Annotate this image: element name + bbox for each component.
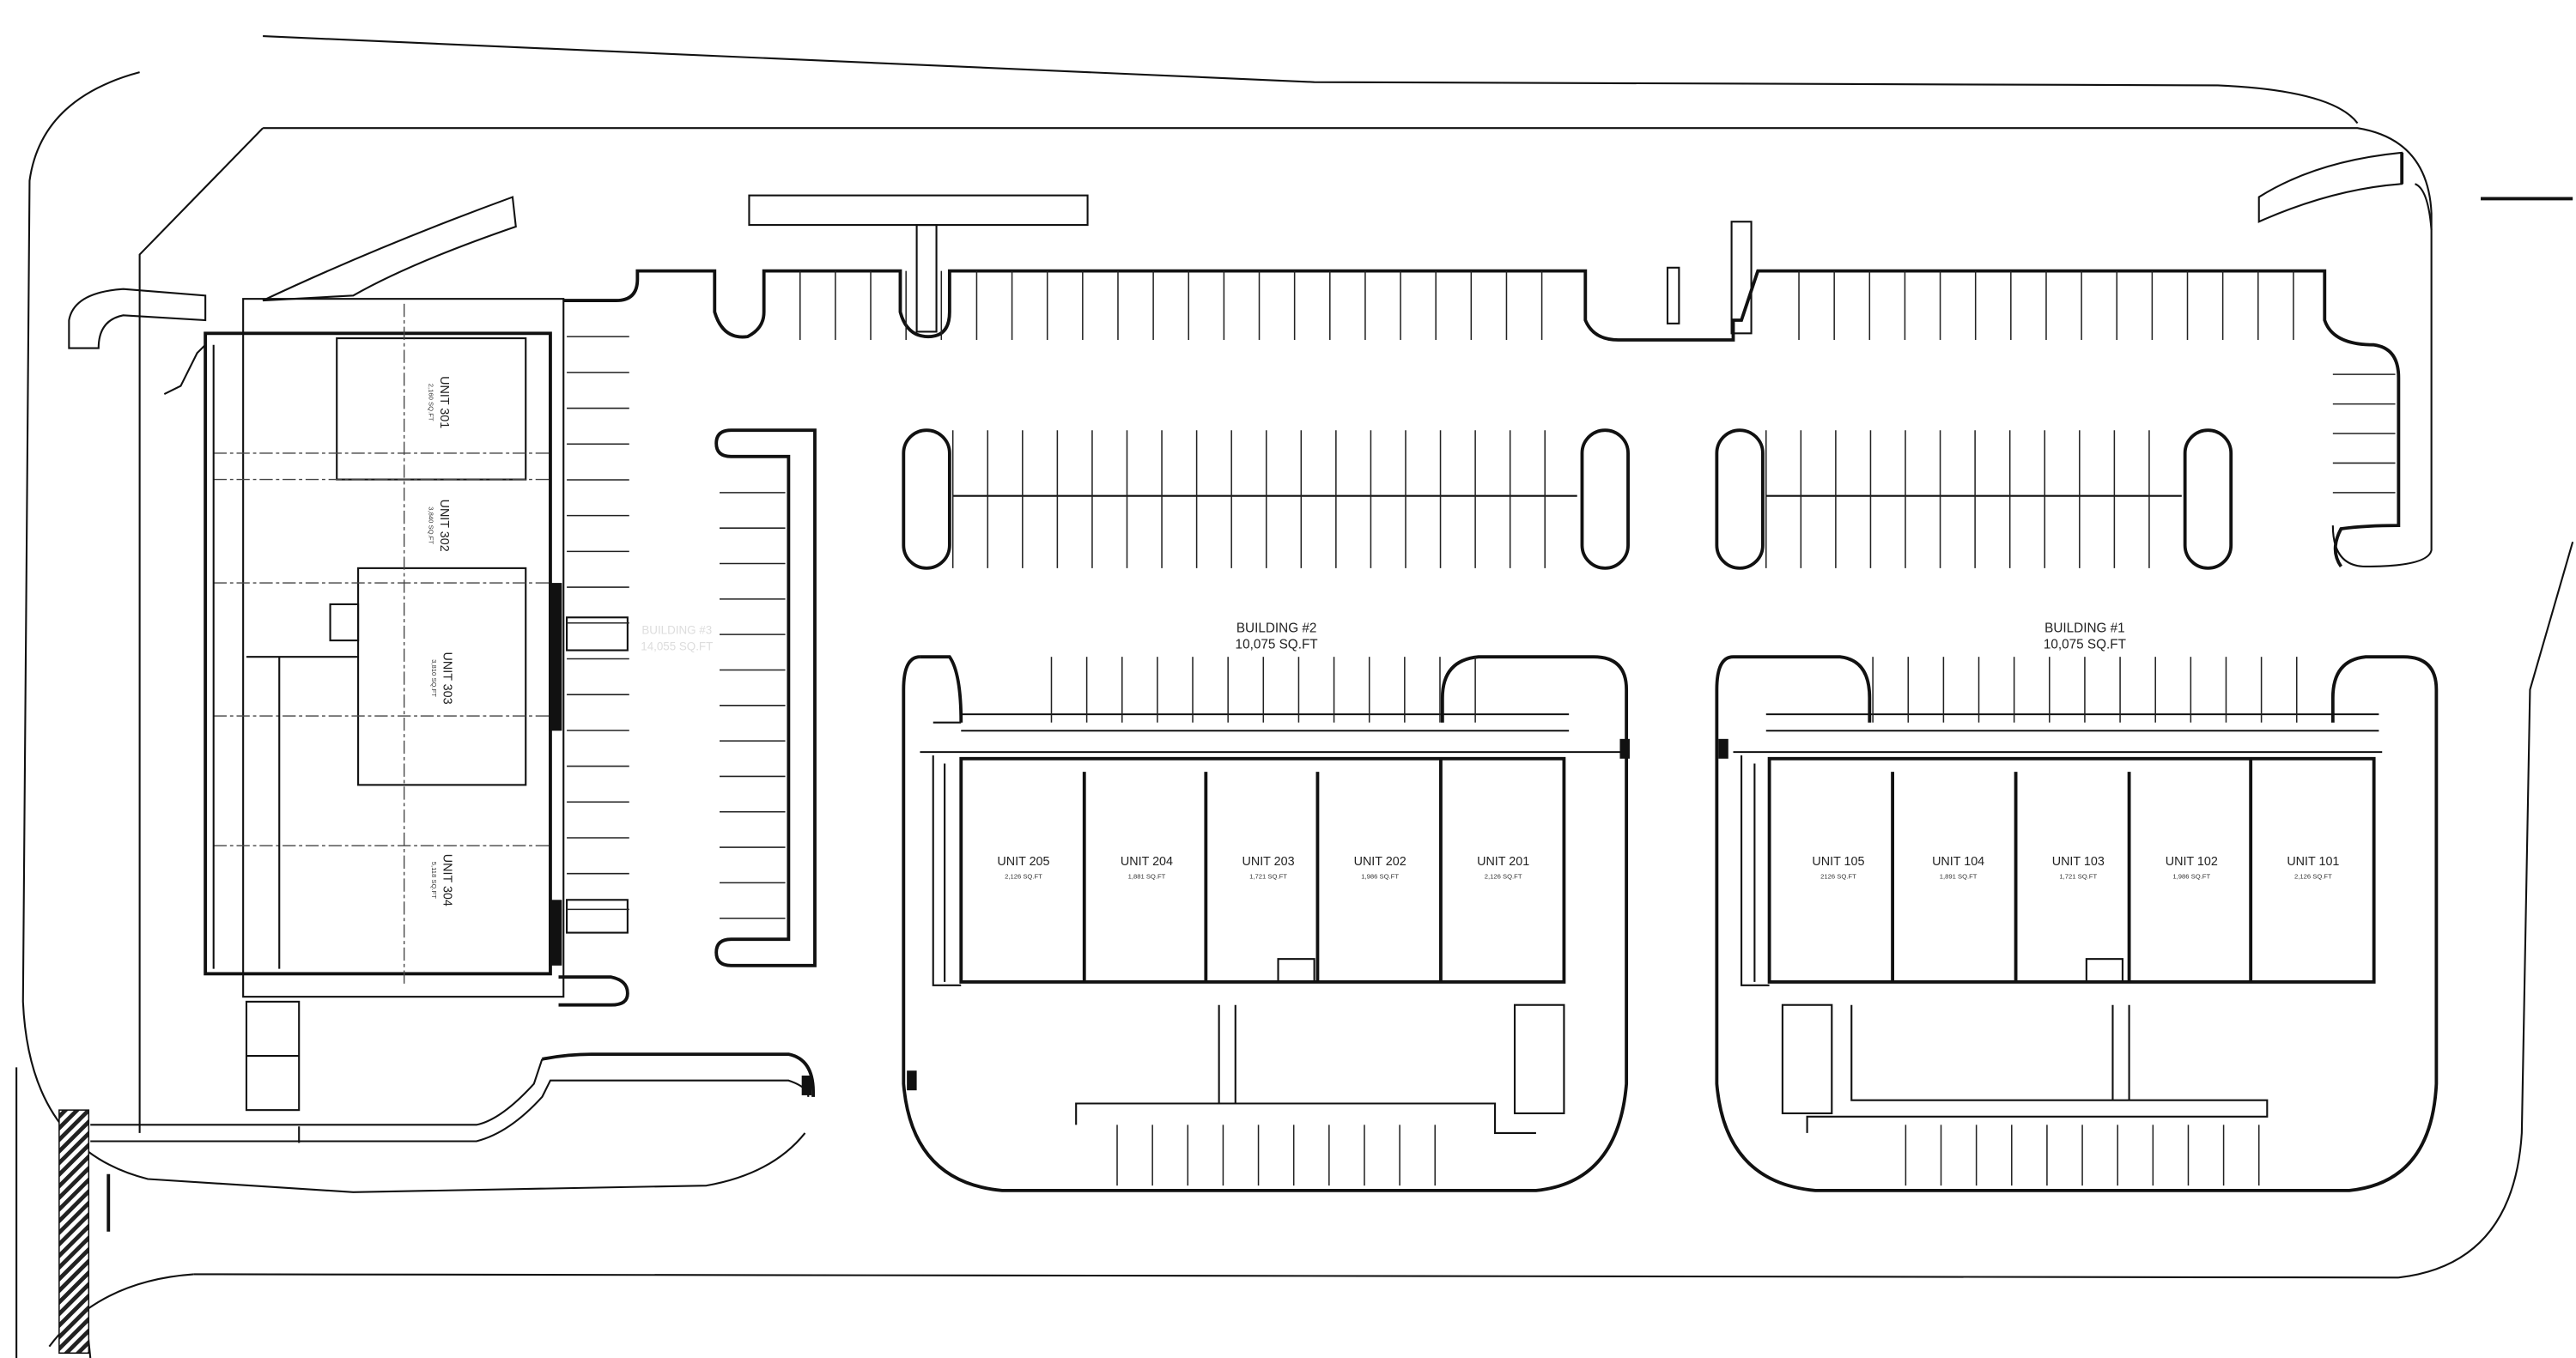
unit-302-area: 3,840 SQ.FT (427, 506, 434, 544)
unit-204-label: UNIT 204 (1121, 855, 1173, 869)
parking-island (1580, 428, 1630, 570)
unit-101-label: UNIT 101 (2287, 855, 2339, 869)
unit-105-area: 2126 SQ.FT (1820, 872, 1856, 880)
building-1-footprint (1767, 756, 2376, 984)
unit-205-label: UNIT 205 (997, 855, 1049, 869)
hatched-crosswalk (58, 1109, 90, 1355)
building-1-labels: BUILDING #1 10,075 SQ.FT UNIT 105 2126 S… (1812, 621, 2339, 880)
unit-301-label: UNIT 301 (437, 376, 451, 428)
unit-202-label: UNIT 202 (1354, 855, 1406, 869)
building-2-area: 10,075 SQ.FT (1236, 638, 1318, 652)
unit-303-area: 3,810 SQ.FT (430, 659, 438, 697)
unit-201-area: 2,126 SQ.FT (1485, 872, 1522, 880)
unit-105-label: UNIT 105 (1812, 855, 1864, 869)
building-1-area: 10,075 SQ.FT (2044, 638, 2126, 652)
unit-204-area: 1,881 SQ.FT (1128, 872, 1166, 880)
unit-103-area: 1,721 SQ.FT (2059, 872, 2097, 880)
parking-island (1715, 428, 1765, 570)
building-3-footprint (204, 298, 629, 998)
unit-104-area: 1,891 SQ.FT (1940, 872, 1978, 880)
parking-island (2183, 428, 2233, 570)
building-2-labels: BUILDING #2 10,075 SQ.FT UNIT 205 2,126 … (997, 621, 1529, 880)
parking-island (902, 428, 951, 570)
unit-101-area: 2,126 SQ.FT (2294, 872, 2332, 880)
unit-201-label: UNIT 201 (1477, 855, 1529, 869)
building-1-name: BUILDING #1 (2044, 621, 2125, 635)
building-1-lot (1715, 655, 2439, 1192)
unit-104-label: UNIT 104 (1932, 855, 1984, 869)
unit-103-label: UNIT 103 (2052, 855, 2105, 869)
unit-302-label: UNIT 302 (437, 500, 451, 552)
building-2-name: BUILDING #2 (1236, 621, 1317, 635)
unit-303-label: UNIT 303 (440, 652, 454, 705)
unit-203-area: 1,721 SQ.FT (1249, 872, 1287, 880)
unit-205-area: 2,126 SQ.FT (1005, 872, 1042, 880)
unit-102-area: 1,986 SQ.FT (2172, 872, 2210, 880)
unit-102-label: UNIT 102 (2166, 855, 2218, 869)
building-3-name: BUILDING #3 (641, 623, 712, 636)
parking-curbs (68, 194, 2401, 967)
building-2-lot (902, 655, 1630, 1192)
unit-203-label: UNIT 203 (1242, 855, 1295, 869)
property-lines (15, 35, 2574, 1358)
unit-301-area: 2,160 SQ.FT (427, 384, 434, 421)
parking-stalls (567, 270, 2396, 1186)
building-3-labels: BUILDING #3 14,055 SQ.FT UNIT 301 2,160 … (427, 376, 713, 906)
building-2-footprint (959, 756, 1566, 984)
building-3-area: 14,055 SQ.FT (641, 640, 713, 653)
bottom-access-road (90, 975, 815, 1143)
unit-202-area: 1,986 SQ.FT (1361, 872, 1399, 880)
unit-304-area: 5,118 SQ.FT (430, 862, 438, 900)
unit-304-label: UNIT 304 (440, 854, 454, 906)
